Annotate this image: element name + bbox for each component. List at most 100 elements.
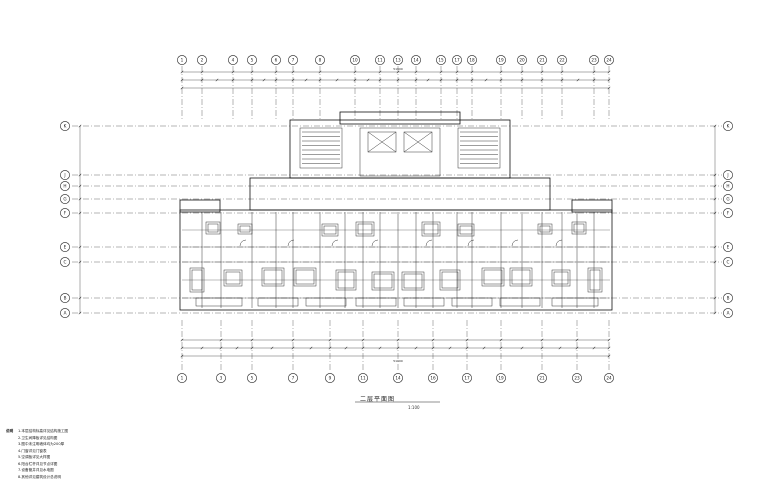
grid-bubble-circle xyxy=(60,257,70,267)
dimension-tick xyxy=(465,338,469,342)
grid-bubble-label: 5 xyxy=(251,58,254,63)
balcony xyxy=(355,297,397,307)
column-bubble-bottom: 19 xyxy=(496,373,506,383)
grid-bubble-circle xyxy=(393,373,403,383)
dimension-tick xyxy=(560,78,564,82)
dimension-tick xyxy=(250,338,254,342)
grid-bubble-label: 17 xyxy=(464,376,470,381)
dimension-tick xyxy=(540,346,544,350)
furniture-block xyxy=(335,269,357,291)
dimension-tick xyxy=(180,78,184,82)
dimension-tick xyxy=(592,346,596,350)
column-bubble-top: 21 xyxy=(537,55,547,65)
door-swing xyxy=(467,239,475,247)
grid-bubble-circle xyxy=(375,55,385,65)
dimension-tick xyxy=(465,346,469,350)
column-bubble-top: 4 xyxy=(228,55,238,65)
door-swing xyxy=(371,239,379,247)
dimension-tick xyxy=(713,211,717,215)
dimension-tick xyxy=(396,70,400,74)
note-item: 5.空调板详见大样图 xyxy=(18,455,51,459)
furniture-inner xyxy=(337,271,355,289)
balcony xyxy=(451,297,493,307)
grid-bubble-label: 7 xyxy=(292,376,295,381)
door-swing xyxy=(425,239,433,247)
dimension-tick xyxy=(607,86,611,90)
notes-heading: 说明 xyxy=(6,429,14,433)
column-bubble-top: 7 xyxy=(288,55,298,65)
elevator-cross xyxy=(367,131,397,153)
grid-bubble-label: G xyxy=(726,197,729,202)
elevator-lobby xyxy=(359,127,441,177)
column-bubble-bottom: 7 xyxy=(288,373,298,383)
furniture-block xyxy=(481,267,505,287)
dimension-tick xyxy=(713,184,717,188)
grid-bubble-label: K xyxy=(64,124,67,129)
grid-bubble-circle xyxy=(572,373,582,383)
grid-bubble-label: 13 xyxy=(395,58,401,63)
furniture-inner xyxy=(483,269,503,285)
column-bubble-bottom: 16 xyxy=(428,373,438,383)
dimension-tick xyxy=(520,70,524,74)
dimension-tick xyxy=(353,70,357,74)
dimension-tick xyxy=(540,78,544,82)
row-bubble-right: C xyxy=(723,257,733,267)
grid-bubble-label: 7 xyxy=(292,58,295,63)
grid-bubble-circle xyxy=(288,55,298,65)
note-item: 1.本层结构标高详见结构施工图 xyxy=(18,429,69,433)
grid-bubble-label: 23 xyxy=(574,376,580,381)
dimension-tick xyxy=(607,78,611,82)
dimension-tick xyxy=(361,346,365,350)
dimension-tick xyxy=(470,70,474,74)
column-bubble-bottom: 17 xyxy=(462,373,472,383)
dimension-tick xyxy=(575,346,579,350)
dimension-tick xyxy=(78,197,82,201)
dimension-tick xyxy=(713,296,717,300)
column-bubble-bottom: 3 xyxy=(216,373,226,383)
grid-bubble-label: K xyxy=(727,124,730,129)
column-bubble-bottom: 23 xyxy=(572,373,582,383)
grid-bubble-label: 18 xyxy=(469,58,475,63)
grid-bubble-label: 19 xyxy=(498,58,504,63)
column-bubble-top: 23 xyxy=(589,55,599,65)
furniture-inner xyxy=(511,269,531,285)
elevator-shaft xyxy=(403,131,433,153)
dimension-tick xyxy=(291,70,295,74)
dimension-tick xyxy=(713,173,717,177)
row-bubble-left: J xyxy=(60,170,70,180)
dimension-tick xyxy=(309,346,313,350)
column-bubble-top: 13 xyxy=(393,55,403,65)
elevator-shaft xyxy=(367,131,397,153)
dimension-tick xyxy=(520,346,524,350)
grid-bubble-label: G xyxy=(63,197,66,202)
dimension-tick xyxy=(560,70,564,74)
dimension-tick xyxy=(540,70,544,74)
dimension-tick xyxy=(499,338,503,342)
grid-bubble-label: 8 xyxy=(319,58,322,63)
dimension-tick xyxy=(180,346,184,350)
grid-bubble-circle xyxy=(228,55,238,65)
dimension-tick xyxy=(558,346,562,350)
dimension-tick xyxy=(540,338,544,342)
grid-bubble-circle xyxy=(723,257,733,267)
column-bubble-top: 14 xyxy=(411,55,421,65)
row-bubble-left: H xyxy=(60,181,70,191)
grid-bubble-circle xyxy=(197,55,207,65)
column-bubble-top: 20 xyxy=(517,55,527,65)
furniture-block xyxy=(401,271,425,291)
grid-bubble-label: C xyxy=(64,260,67,265)
grid-bubble-label: 16 xyxy=(430,376,436,381)
grid-bubble-label: 17 xyxy=(454,58,460,63)
dimension-tick xyxy=(607,354,611,358)
column-bubble-top: 11 xyxy=(375,55,385,65)
grid-bubble-circle xyxy=(723,293,733,303)
dimension-tick xyxy=(484,78,488,82)
column-bubble-top: 18 xyxy=(467,55,477,65)
dimension-tick xyxy=(396,346,400,350)
grid-bubble-circle xyxy=(315,55,325,65)
grid-bubble-circle xyxy=(604,373,614,383)
dimension-tick xyxy=(520,78,524,82)
door-swing xyxy=(511,239,519,247)
